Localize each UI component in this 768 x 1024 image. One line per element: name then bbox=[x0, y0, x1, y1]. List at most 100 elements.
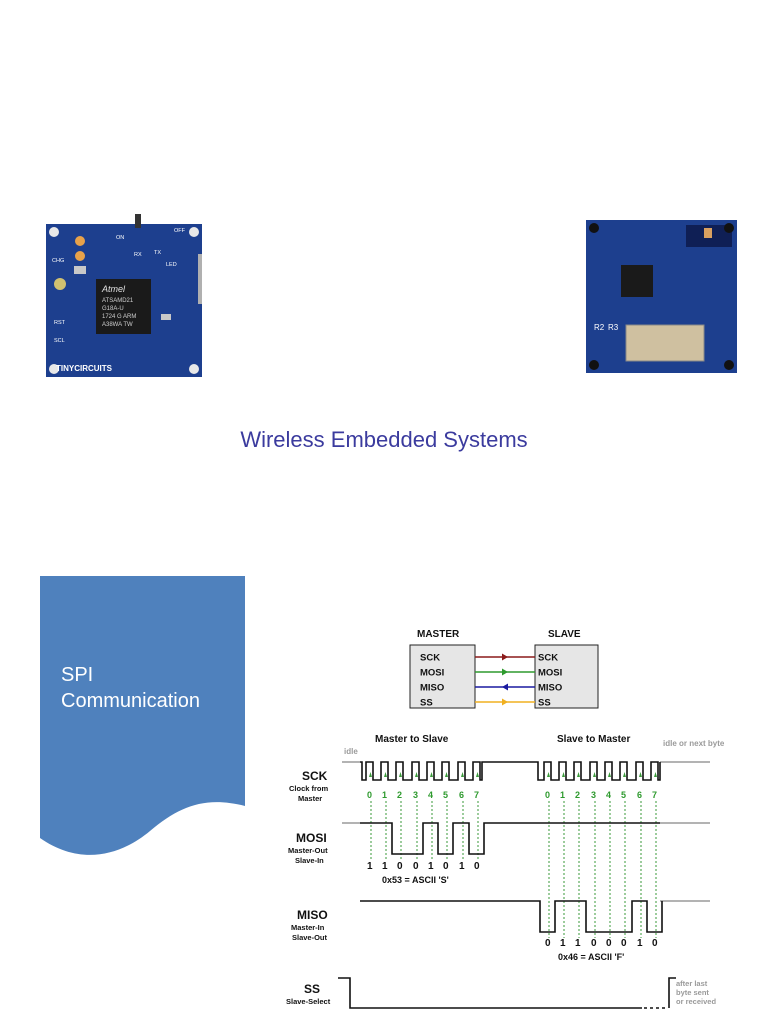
board-left-hole bbox=[49, 227, 59, 237]
bit-index: 2 bbox=[397, 790, 402, 800]
mosi-bit-value: 0 bbox=[397, 861, 403, 872]
mosi-bit-value: 0 bbox=[413, 861, 419, 872]
board-left-hole bbox=[189, 227, 199, 237]
master-pin-label: SCK bbox=[420, 653, 440, 664]
miso-waveform bbox=[360, 900, 663, 933]
slave-pin-label: MOSI bbox=[538, 668, 562, 679]
slave-pin-label: SCK bbox=[538, 653, 558, 664]
board-right-hole bbox=[589, 223, 599, 233]
miso-bit-value: 0 bbox=[591, 938, 597, 949]
mosi-desc-2: Slave-In bbox=[295, 856, 324, 865]
after-note-line: byte sent bbox=[676, 988, 709, 997]
miso-bit-value: 0 bbox=[621, 938, 627, 949]
bit-index: 7 bbox=[474, 790, 479, 800]
sck-name: SCK bbox=[302, 769, 328, 783]
sample-arrow bbox=[461, 772, 464, 777]
section-title-line2: Communication bbox=[61, 690, 200, 712]
page-title: Wireless Embedded Systems bbox=[240, 427, 528, 452]
bus-arrow bbox=[502, 653, 508, 661]
silkscreen-label: SCL bbox=[54, 338, 65, 344]
miso-caption: 0x46 = ASCII 'F' bbox=[558, 952, 624, 962]
ss-name: SS bbox=[304, 982, 320, 996]
silkscreen-label: R3 bbox=[608, 323, 619, 332]
bit-index: 5 bbox=[621, 790, 626, 800]
silkscreen-label: CHG bbox=[52, 258, 64, 264]
miso-bit-value: 0 bbox=[652, 938, 658, 949]
bit-index: 4 bbox=[428, 790, 433, 800]
master-pin-label: MOSI bbox=[420, 668, 444, 679]
mosi-bit-value: 0 bbox=[474, 861, 480, 872]
bus-arrow bbox=[502, 668, 508, 676]
miso-bit-value: 0 bbox=[545, 938, 551, 949]
sck-waveform bbox=[360, 761, 661, 781]
sample-arrow bbox=[608, 772, 611, 777]
phase-slave-to-master: Slave to Master bbox=[557, 734, 630, 745]
mosi-bit-value: 1 bbox=[367, 861, 373, 872]
section-banner bbox=[40, 576, 245, 855]
bus-arrow bbox=[502, 698, 508, 706]
phase-master-to-slave: Master to Slave bbox=[375, 734, 449, 745]
miso-desc-2: Slave-Out bbox=[292, 933, 328, 942]
board-right-connector bbox=[625, 324, 705, 362]
bit-index: 1 bbox=[382, 790, 387, 800]
mosi-bit-value: 1 bbox=[428, 861, 434, 872]
chip-text-line: ATSAMD21 bbox=[102, 298, 134, 304]
board-right-component bbox=[704, 228, 712, 238]
silkscreen-label: OFF bbox=[174, 228, 186, 234]
board-left-component bbox=[74, 266, 86, 274]
sample-arrow bbox=[430, 772, 433, 777]
chip-text-line: 1724 G ARM bbox=[102, 314, 136, 320]
sample-arrow bbox=[562, 772, 565, 777]
board-right-hole bbox=[724, 360, 734, 370]
mosi-bit-value: 0 bbox=[443, 861, 449, 872]
section-title-line1: SPI bbox=[61, 664, 94, 686]
idle-next-label: idle or next byte bbox=[663, 739, 725, 748]
silkscreen-label: TX bbox=[154, 250, 161, 256]
after-note-line: after last bbox=[676, 979, 708, 988]
sample-arrow bbox=[384, 772, 387, 777]
sample-arrow bbox=[445, 772, 448, 777]
board-right-hole bbox=[724, 223, 734, 233]
chip-text-line: A38WA TW bbox=[102, 322, 133, 328]
bit-index: 7 bbox=[652, 790, 657, 800]
miso-bit-value: 1 bbox=[637, 938, 643, 949]
silkscreen-label: R2 bbox=[594, 323, 605, 332]
mosi-desc-1: Master-Out bbox=[288, 846, 328, 855]
board-left-switch bbox=[135, 214, 141, 228]
board-right-hole bbox=[589, 360, 599, 370]
miso-desc-1: Master-In bbox=[291, 923, 325, 932]
miso-name: MISO bbox=[297, 908, 328, 922]
after-note-line: or received bbox=[676, 997, 716, 1006]
miso-bit-value: 1 bbox=[575, 938, 581, 949]
sample-arrow bbox=[369, 772, 372, 777]
ss-waveform bbox=[338, 977, 642, 1009]
board-left-pad bbox=[75, 251, 85, 261]
master-pin-label: SS bbox=[420, 698, 433, 709]
sample-arrow bbox=[639, 772, 642, 777]
master-pin-label: MISO bbox=[420, 683, 444, 694]
ss-waveform-end bbox=[668, 977, 676, 1008]
bit-index: 0 bbox=[545, 790, 550, 800]
sample-arrow bbox=[623, 772, 626, 777]
slave-label: SLAVE bbox=[548, 629, 581, 640]
sck-desc-2: Master bbox=[298, 794, 322, 803]
bit-index: 5 bbox=[443, 790, 448, 800]
bit-index: 0 bbox=[367, 790, 372, 800]
mosi-bit-value: 1 bbox=[459, 861, 465, 872]
mosi-waveform bbox=[360, 822, 660, 855]
silkscreen-label: RX bbox=[134, 252, 142, 258]
sample-arrow bbox=[415, 772, 418, 777]
silkscreen-label: ON bbox=[116, 235, 124, 241]
mosi-caption: 0x53 = ASCII 'S' bbox=[382, 875, 449, 885]
board-left-component bbox=[161, 314, 171, 320]
mosi-bit-value: 1 bbox=[382, 861, 388, 872]
section-title: SPI Communication bbox=[61, 662, 241, 714]
bit-index: 3 bbox=[591, 790, 596, 800]
bit-index: 6 bbox=[459, 790, 464, 800]
